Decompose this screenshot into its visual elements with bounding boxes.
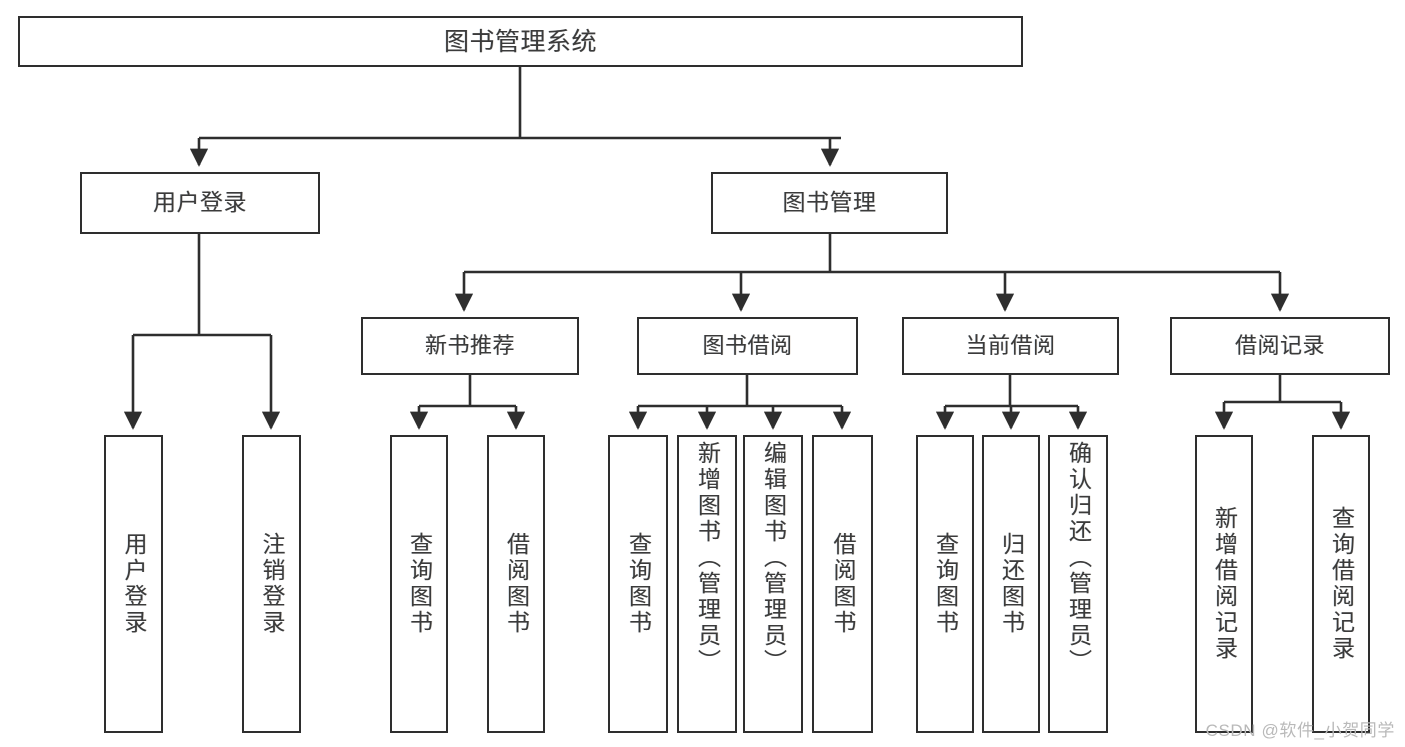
node-current-borrow-label: 当前借阅 [965, 332, 1056, 358]
leaf-query-book-3[interactable]: 查询图书 [916, 435, 974, 733]
leaf-confirm-return-admin[interactable]: 确认归还（管理员） [1048, 435, 1108, 733]
node-borrow-label: 图书借阅 [702, 332, 793, 358]
node-root[interactable]: 图书管理系统 [18, 16, 1023, 67]
leaf-borrow-book-2[interactable]: 借阅图书 [812, 435, 873, 733]
node-borrow[interactable]: 图书借阅 [637, 317, 858, 375]
leaf-add-book-admin[interactable]: 新增图书（管理员） [677, 435, 737, 733]
leaf-query-borrow-record[interactable]: 查询借阅记录 [1312, 435, 1370, 733]
leaf-query-book-1[interactable]: 查询图书 [390, 435, 448, 733]
leaf-user-login-label: 用户登录 [121, 532, 147, 636]
leaf-edit-book-admin-label: 编辑图书（管理员） [760, 441, 787, 675]
node-book-manage-label: 图书管理 [782, 189, 877, 216]
node-user-login-label: 用户登录 [153, 189, 247, 216]
leaf-logout[interactable]: 注销登录 [242, 435, 301, 733]
leaf-add-book-admin-label: 新增图书（管理员） [694, 441, 721, 675]
leaf-user-login[interactable]: 用户登录 [104, 435, 163, 733]
leaf-return-book[interactable]: 归还图书 [982, 435, 1040, 733]
node-user-login[interactable]: 用户登录 [80, 172, 320, 234]
node-current-borrow[interactable]: 当前借阅 [902, 317, 1119, 375]
node-root-label: 图书管理系统 [443, 27, 597, 56]
leaf-borrow-book-1-label: 借阅图书 [503, 532, 530, 636]
node-new-book[interactable]: 新书推荐 [361, 317, 579, 375]
leaf-logout-label: 注销登录 [259, 532, 285, 636]
leaf-borrow-book-1[interactable]: 借阅图书 [487, 435, 545, 733]
leaf-confirm-return-admin-label: 确认归还（管理员） [1065, 441, 1092, 675]
leaf-borrow-book-2-label: 借阅图书 [830, 532, 856, 636]
leaf-add-borrow-record-label: 新增借阅记录 [1211, 506, 1238, 662]
leaf-query-borrow-record-label: 查询借阅记录 [1328, 506, 1355, 662]
leaf-edit-book-admin[interactable]: 编辑图书（管理员） [743, 435, 803, 733]
node-book-manage[interactable]: 图书管理 [711, 172, 948, 234]
leaf-add-borrow-record[interactable]: 新增借阅记录 [1195, 435, 1253, 733]
node-borrow-record-label: 借阅记录 [1234, 332, 1325, 358]
leaf-query-book-3-label: 查询图书 [932, 532, 959, 636]
leaf-return-book-label: 归还图书 [998, 532, 1025, 636]
node-new-book-label: 新书推荐 [424, 332, 515, 358]
watermark: CSDN @软件_小贺同学 [1205, 721, 1395, 740]
leaf-query-book-2[interactable]: 查询图书 [608, 435, 668, 733]
leaf-query-book-2-label: 查询图书 [625, 532, 652, 636]
leaf-query-book-1-label: 查询图书 [406, 532, 433, 636]
node-borrow-record[interactable]: 借阅记录 [1170, 317, 1390, 375]
